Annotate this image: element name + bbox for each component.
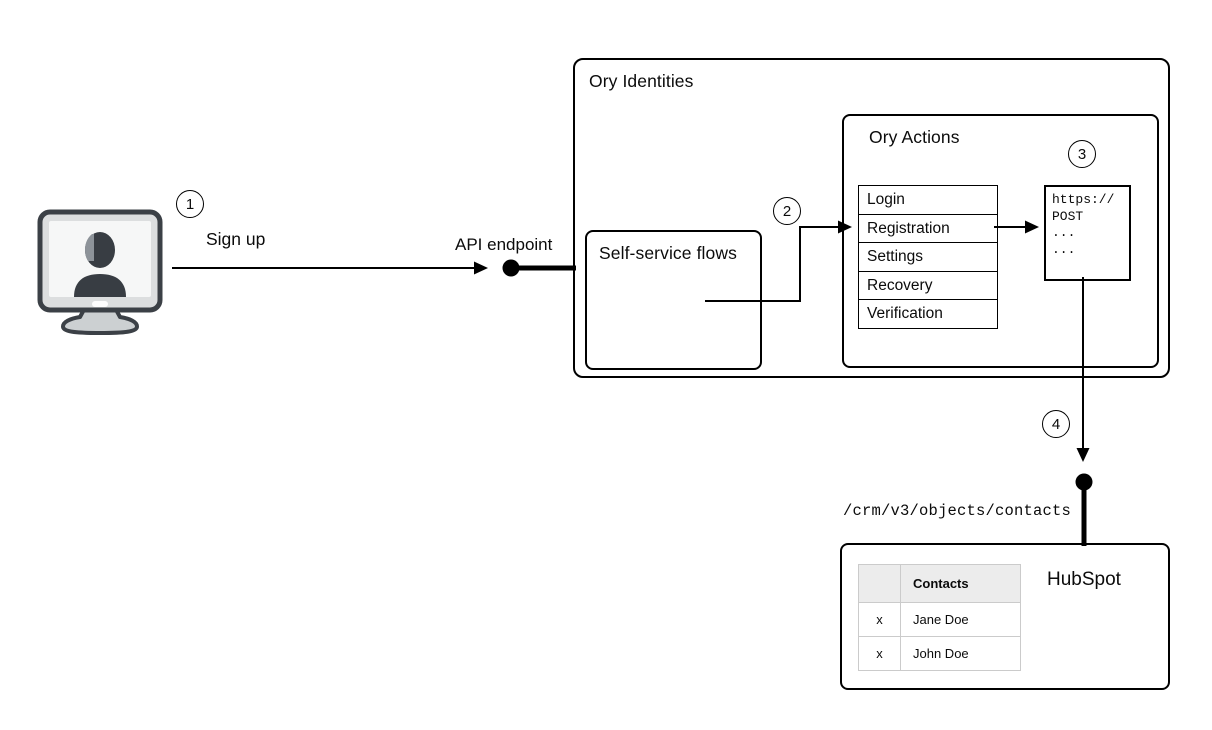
contacts-header-row: Contacts <box>858 564 1021 603</box>
flow-row-login: Login <box>858 185 998 215</box>
crm-path-label: /crm/v3/objects/contacts <box>843 502 1072 520</box>
step-4-badge: 4 <box>1042 410 1070 438</box>
user-head-highlight <box>85 234 94 261</box>
step-3-badge: 3 <box>1068 140 1096 168</box>
contacts-header-label: Contacts <box>900 564 1021 603</box>
monitor-stand <box>61 304 139 335</box>
step-1-badge: 1 <box>176 190 204 218</box>
sign-up-label: Sign up <box>206 229 266 249</box>
ory-actions-box: Ory Actions Login Registration Settings … <box>842 114 1159 368</box>
api-endpoint-label: API endpoint <box>455 235 553 254</box>
ory-identities-box: Ory Identities Self-service flows Ory Ac… <box>573 58 1170 378</box>
self-service-flows-box: Self-service flows <box>585 230 762 370</box>
user-monitor-icon <box>37 209 163 335</box>
flow-list: Login Registration Settings Recovery Ver… <box>858 185 998 329</box>
code-line: ... <box>1052 241 1076 257</box>
contact-mark: x <box>858 602 901 637</box>
flow-row-verification: Verification <box>858 299 998 329</box>
hubspot-endpoint-dot <box>1075 473 1093 491</box>
table-row: x Jane Doe <box>858 602 1021 637</box>
monitor-button <box>92 301 108 307</box>
flow-row-registration: Registration <box>858 213 998 244</box>
signup-arrowhead <box>474 261 488 275</box>
ory-identities-title: Ory Identities <box>589 71 694 91</box>
contacts-header-empty <box>858 564 901 603</box>
contact-name: John Doe <box>900 636 1021 671</box>
hubspot-box: HubSpot Contacts x Jane Doe x John Doe <box>840 543 1170 690</box>
api-endpoint-dot <box>502 259 520 277</box>
table-row: x John Doe <box>858 636 1021 671</box>
webhook-to-hubspot-arrowhead <box>1076 448 1090 462</box>
code-line: POST <box>1052 208 1084 224</box>
code-line: https:// <box>1052 192 1115 207</box>
webhook-code-box: https:// POST ... ... <box>1044 185 1131 281</box>
flow-row-recovery: Recovery <box>858 270 998 301</box>
step-2-badge: 2 <box>773 197 801 225</box>
ory-actions-title: Ory Actions <box>869 127 960 147</box>
flow-row-settings: Settings <box>858 242 998 272</box>
contact-mark: x <box>858 636 901 671</box>
hubspot-title: HubSpot <box>1047 569 1121 590</box>
code-line: ... <box>1052 225 1076 240</box>
contact-name: Jane Doe <box>900 602 1021 637</box>
self-service-flows-title: Self-service flows <box>599 243 737 263</box>
user-shoulders <box>74 274 126 297</box>
contacts-table: Contacts x Jane Doe x John Doe <box>858 564 1021 671</box>
